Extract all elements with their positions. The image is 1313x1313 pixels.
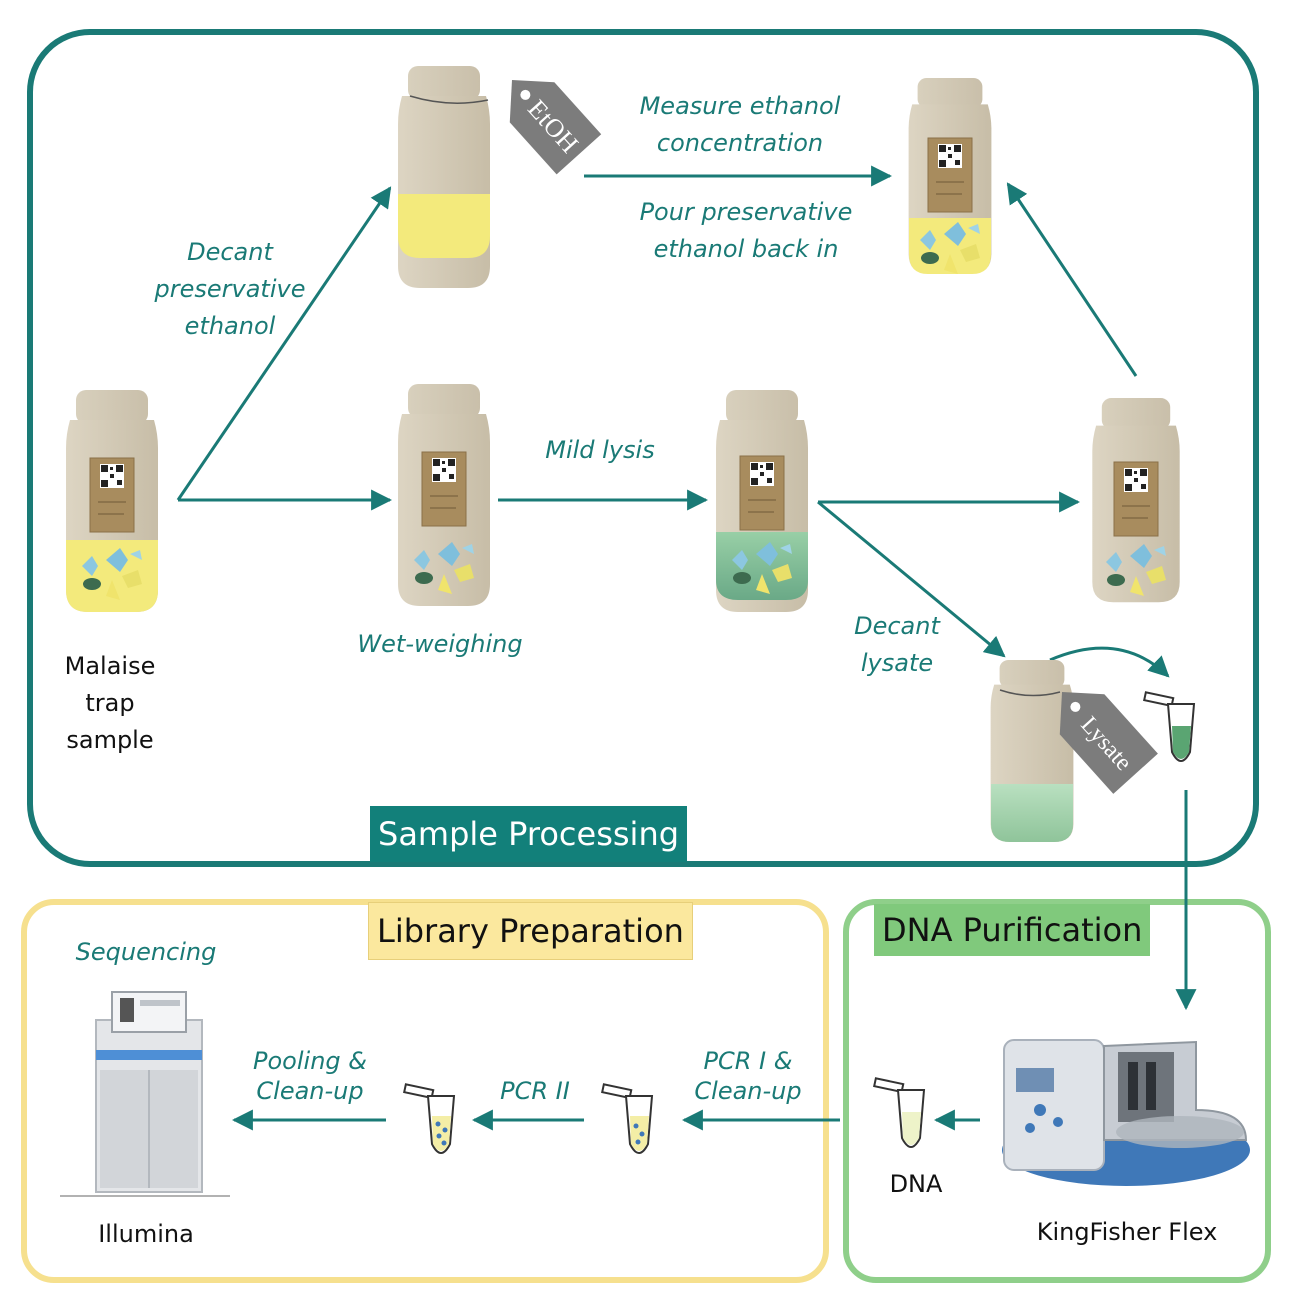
arrow-lysate-to-tube	[1049, 646, 1170, 678]
label-dna: DNA	[889, 1170, 943, 1198]
step-wet-weighing: Wet-weighing	[357, 630, 523, 658]
step-pooling: Pooling & Clean-up	[253, 1047, 367, 1105]
section-library-preparation: Library Preparation	[368, 902, 693, 960]
label-kingfisher: KingFisher Flex	[1036, 1218, 1218, 1246]
etoh-tag-string	[409, 95, 489, 104]
label-malaise-sample: Malaise trap sample	[64, 652, 156, 754]
step-decant-ethanol: Decant preservative ethanol	[154, 238, 306, 340]
sample-processing-frame	[27, 29, 1259, 867]
pcr2-tube	[601, 1083, 653, 1154]
step-sequencing: Sequencing	[75, 938, 217, 966]
arrow-decant-ethanol	[176, 186, 392, 501]
label-illumina: Illumina	[98, 1220, 194, 1248]
step-pcr1: PCR I & Clean-up	[694, 1047, 802, 1105]
lysis-bottle	[716, 390, 808, 612]
arrow-decant-lysate	[817, 500, 1006, 658]
pooled-tube	[403, 1083, 455, 1154]
arrow-pour-back	[1006, 182, 1138, 377]
etoh-tag: EtOH	[509, 80, 602, 175]
lysed-sample-bottle	[1092, 398, 1180, 603]
wet-weighing-bottle	[398, 384, 490, 606]
step-decant-lysate: Decant lysate	[854, 612, 940, 677]
step-pcr2: PCR II	[500, 1077, 570, 1105]
section-dna-purification: DNA Purification	[874, 904, 1151, 956]
lysate-tag-string	[999, 689, 1061, 697]
illumina-sequencer	[60, 991, 230, 1197]
dna-tube	[873, 1077, 925, 1148]
section-sample-processing: Sample Processing	[370, 806, 688, 862]
kingfisher-instrument	[1002, 1039, 1250, 1186]
step-mild-lysis: Mild lysis	[545, 436, 655, 464]
lysate-bottle	[990, 660, 1074, 843]
ethanol-bottle	[398, 66, 490, 288]
dna-purification-frame	[843, 899, 1271, 1283]
refilled-bottle	[908, 78, 992, 274]
step-pour-back: Pour preservative ethanol back in	[639, 198, 853, 263]
malaise-sample-bottle	[66, 390, 158, 612]
step-measure-ethanol: Measure ethanol concentration	[639, 92, 841, 157]
lysate-tube	[1143, 691, 1195, 762]
